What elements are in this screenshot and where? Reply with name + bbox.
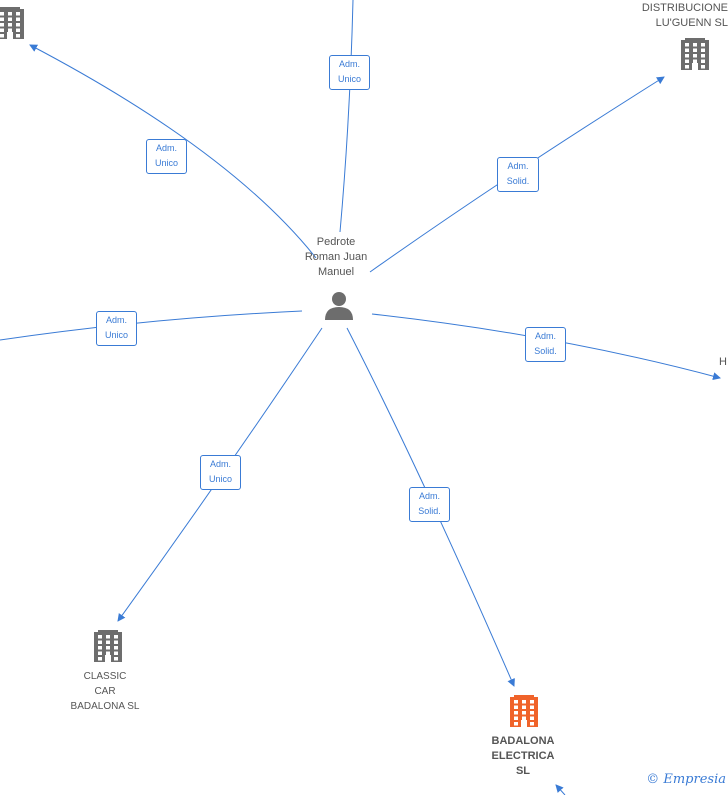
company-name-line1: BADALONA: [491, 735, 555, 747]
company-name-line3: SL: [515, 765, 531, 777]
company-name-h[interactable]: H: [719, 355, 728, 370]
company-name-line1: DISTRIBUCIONE: [641, 2, 728, 14]
edge-label-line1: Adm.: [155, 143, 177, 153]
company-name-badalona-electrica[interactable]: BADALONA ELECTRICA SL: [473, 734, 573, 779]
edge-label-line1: Adm.: [209, 459, 231, 469]
edge-label[interactable]: Adm. Unico: [96, 311, 137, 346]
edge-bottom-incoming: [555, 784, 566, 795]
company-name-distribuciones[interactable]: DISTRIBUCIONE LU'GUENN SL: [638, 1, 728, 31]
edge-label-line2: Solid.: [418, 506, 441, 516]
edge-label[interactable]: Adm. Solid.: [525, 327, 566, 362]
edge-label-line1: Adm.: [338, 59, 360, 69]
edge-label-line1: Adm.: [105, 315, 127, 325]
company-name-line1: H: [719, 356, 727, 368]
edge-top: [339, 0, 354, 233]
building-icon[interactable]: [94, 630, 122, 662]
edge-label[interactable]: Adm. Unico: [329, 55, 370, 90]
company-name-line2: LU'GUENN SL: [655, 17, 728, 29]
company-name-line2: CAR: [94, 686, 116, 697]
person-name-line1: Pedrote: [316, 236, 356, 248]
company-name-line1: CLASSIC: [83, 671, 127, 682]
edge-label-line1: Adm.: [534, 331, 556, 341]
building-icon-highlighted[interactable]: [510, 695, 538, 727]
person-name-line2: Roman Juan: [304, 251, 368, 263]
edge-label-line2: Solid.: [534, 346, 557, 356]
building-icon[interactable]: [681, 38, 709, 70]
edge-label[interactable]: Adm. Unico: [146, 139, 187, 174]
edge-label[interactable]: Adm. Solid.: [409, 487, 450, 522]
edge-label-line2: Unico: [104, 330, 128, 340]
edge-label[interactable]: Adm. Unico: [200, 455, 241, 490]
empresia-watermark: © Empresia: [646, 772, 726, 787]
person-name-line3: Manuel: [317, 266, 355, 278]
edge-label-line2: Unico: [208, 474, 232, 484]
company-name-line3: BADALONA SL: [70, 701, 140, 712]
edge-label-line2: Solid.: [506, 176, 530, 186]
edge-left: [0, 310, 303, 341]
company-name-line2: ELECTRICA: [491, 750, 555, 762]
edge-label-line2: Unico: [337, 74, 361, 84]
person-icon[interactable]: [325, 292, 353, 320]
edge-label-line1: Adm.: [418, 491, 440, 501]
brand-name: Empresia: [663, 772, 726, 787]
edge-label[interactable]: Adm. Solid.: [497, 157, 539, 192]
edge-top-left: [29, 44, 317, 259]
person-name[interactable]: Pedrote Roman Juan Manuel: [286, 235, 386, 280]
copyright-symbol: ©: [646, 772, 660, 787]
company-name-classic[interactable]: CLASSIC CAR BADALONA SL: [55, 669, 155, 714]
building-icon[interactable]: [0, 7, 24, 39]
edge-label-line2: Unico: [154, 158, 178, 168]
edge-label-line1: Adm.: [507, 161, 529, 171]
